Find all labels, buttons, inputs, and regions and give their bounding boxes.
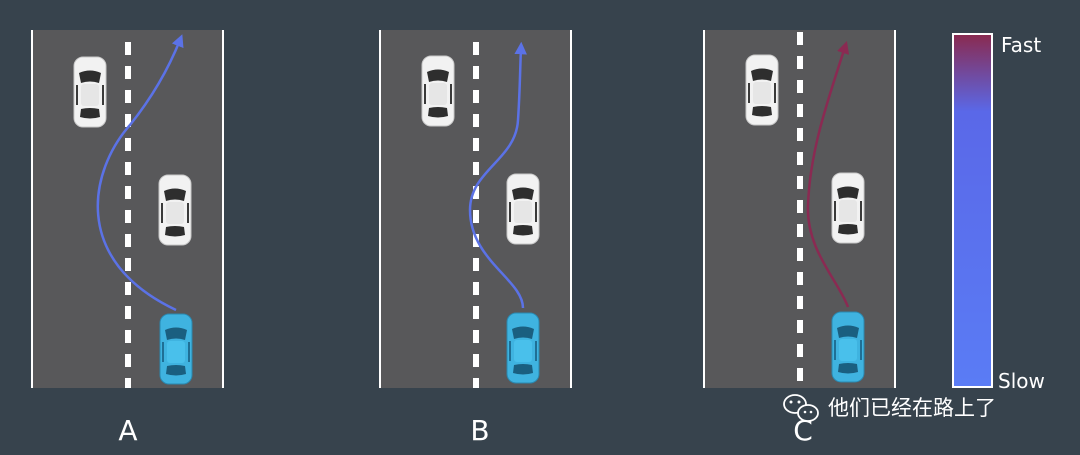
speed-gradient-bar: [952, 33, 993, 388]
car-white-top-a: [73, 56, 107, 128]
ego-car-c: [831, 311, 865, 383]
panel-label-a: A: [118, 414, 137, 447]
panel-label-c: C: [793, 414, 813, 447]
ego-car-a: [159, 313, 193, 385]
wechat-icon: [783, 394, 819, 422]
legend-fast-label: Fast: [1001, 33, 1041, 57]
panel-c: C: [703, 30, 896, 447]
panel-label-b: B: [470, 414, 489, 447]
ego-car-b: [506, 312, 540, 384]
speed-legend: Fast Slow: [952, 33, 1045, 393]
car-white-mid-b: [506, 173, 540, 245]
legend-slow-label: Slow: [998, 369, 1045, 393]
car-white-mid-a: [158, 174, 192, 246]
trajectory-b: [468, 41, 527, 309]
road-b: [379, 30, 572, 388]
car-white-mid-c: [831, 172, 865, 244]
panel-b: B: [379, 30, 572, 447]
panel-a: A: [31, 30, 224, 447]
watermark: 他们已经在路上了: [783, 394, 996, 422]
trajectory-c: [806, 41, 850, 308]
trajectory-a: [96, 34, 184, 312]
watermark-text: 他们已经在路上了: [828, 396, 996, 420]
car-white-top-b: [421, 55, 455, 127]
car-white-top-c: [745, 54, 779, 126]
